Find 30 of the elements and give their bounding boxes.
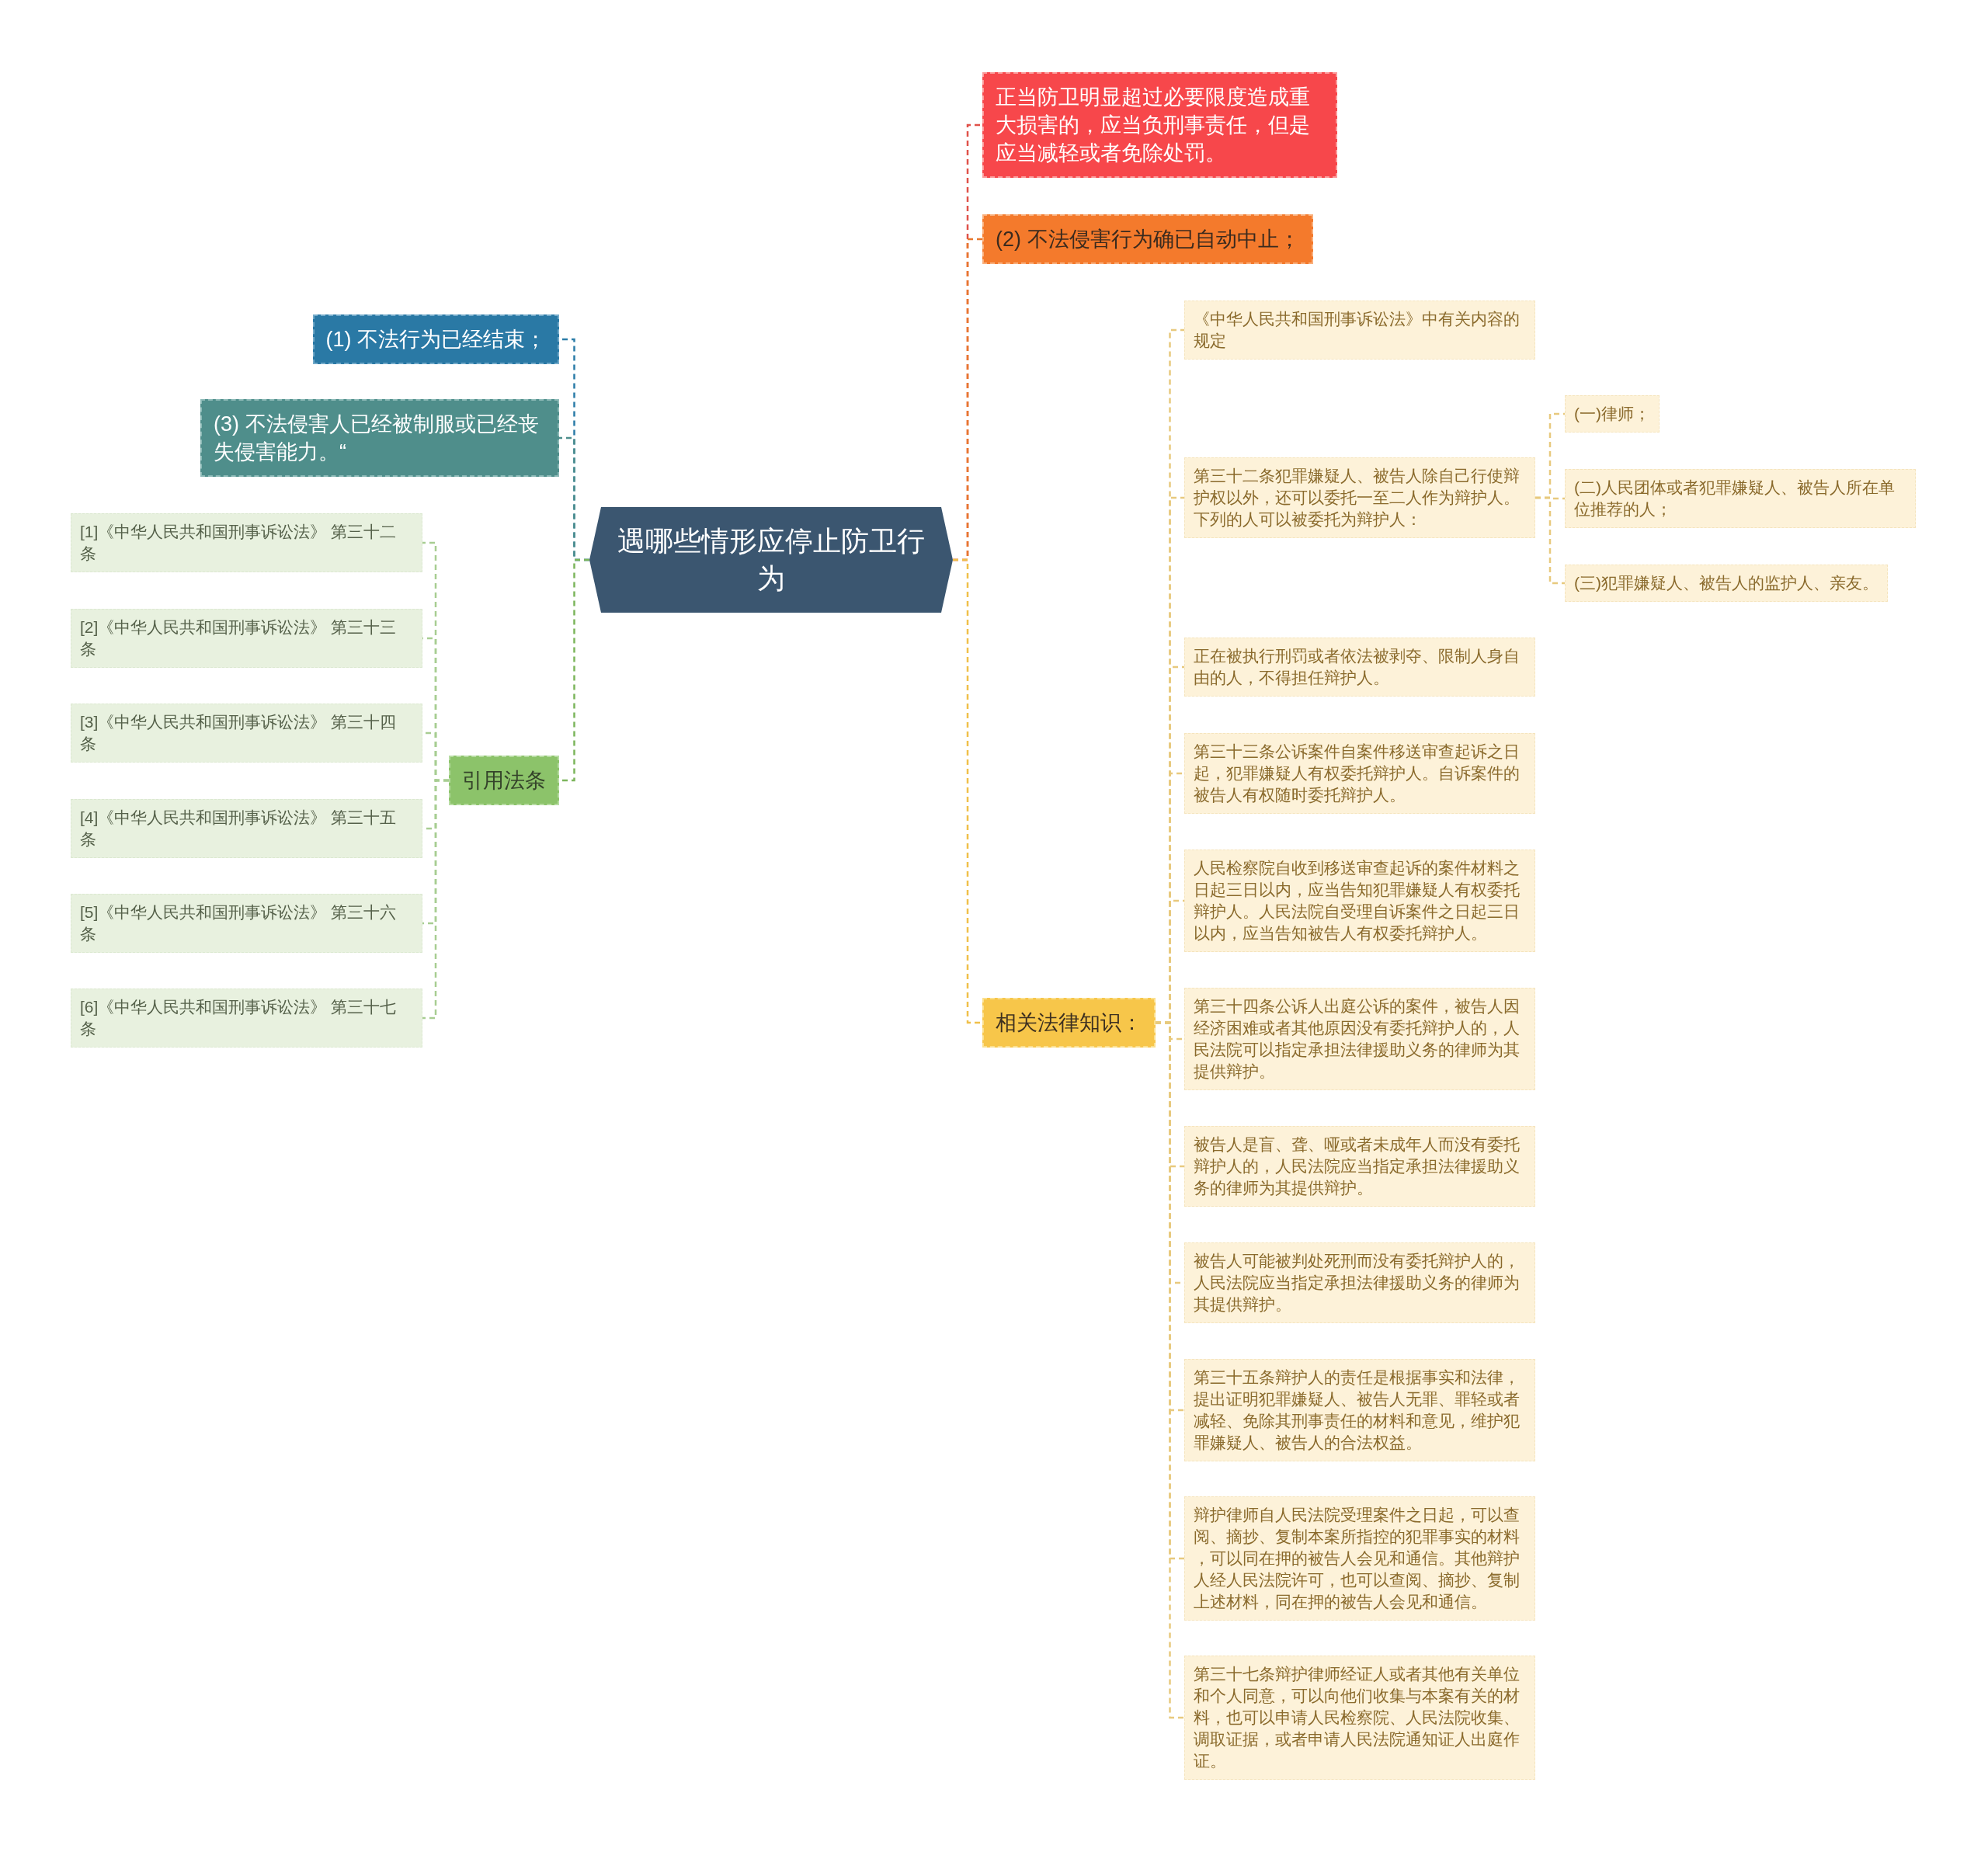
central-topic-hexagon: 遇哪些情形应停止防卫行为 [589, 507, 953, 613]
topic-box: (2) 不法侵害行为确已自动中止； [982, 214, 1313, 264]
subtopic-box: (三)犯罪嫌疑人、被告人的监护人、亲友。 [1565, 565, 1888, 602]
connector-line [422, 779, 449, 1020]
subtopic-box: [3]《中华人民共和国刑事诉讼法》 第三十四条 [71, 704, 422, 763]
topic-box: 相关法律知识： [982, 998, 1156, 1048]
subtopic-box: 第三十三条公诉案件自案件移送审查起诉之日起，犯罪嫌疑人有权委托辩护人。自诉案件的被告人有权随时委托辩护人。 [1184, 733, 1535, 814]
subtopic-box: [2]《中华人民共和国刑事诉讼法》 第三十三条 [71, 609, 422, 668]
subtopic-box: 正在被执行刑罚或者依法被剥夺、限制人身自由的人，不得担任辩护人。 [1184, 638, 1535, 697]
topic-box: (1) 不法行为已经结束； [312, 314, 559, 364]
topic-box: 正当防卫明显超过必要限度造成重大损害的，应当负刑事责任，但是应当减轻或者免除处罚。 [982, 72, 1337, 178]
subtopic-box: 第三十五条辩护人的责任是根据事实和法律，提出证明犯罪嫌疑人、被告人无罪、罪轻或者减轻、免除其刑事责任的材料和意见，维护犯罪嫌疑人、被告人的合法权益。 [1184, 1359, 1535, 1461]
subtopic-box: 辩护律师自人民法院受理案件之日起，可以查阅、摘抄、复制本案所指控的犯罪事实的材料，可以同在押的被告人会见和通信。其他辩护人经人民法院许可，也可以查阅、摘抄、复制上述材料，同在押的被告人会见和通信。 [1184, 1496, 1535, 1621]
subtopic-box: (一)律师； [1565, 395, 1660, 433]
subtopic-box: 第三十四条公诉人出庭公诉的案件，被告人因经济困难或者其他原因没有委托辩护人的，人民法院可以指定承担法律援助义务的律师为其提供辩护。 [1184, 988, 1535, 1090]
subtopic-box: [1]《中华人民共和国刑事诉讼法》 第三十二条 [71, 513, 422, 572]
subtopic-box: [6]《中华人民共和国刑事诉讼法》 第三十七条 [71, 989, 422, 1048]
subtopic-box: 《中华人民共和国刑事诉讼法》中有关内容的规定 [1184, 301, 1535, 360]
topic-box: (3) 不法侵害人已经被制服或已经丧失侵害能力。“ [200, 399, 559, 477]
topic-box: 引用法条 [449, 756, 559, 805]
connector-line [1535, 496, 1565, 585]
subtopic-box: 被告人可能被判处死刑而没有委托辩护人的，人民法院应当指定承担法律援助义务的律师为其提供辩护。 [1184, 1242, 1535, 1323]
subtopic-box: [5]《中华人民共和国刑事诉讼法》 第三十六条 [71, 894, 422, 953]
subtopic-box: 第三十二条犯罪嫌疑人、被告人除自己行使辩护权以外，还可以委托一至二人作为辩护人。下列的人可以被委托为辩护人： [1184, 457, 1535, 538]
subtopic-box: 被告人是盲、聋、哑或者未成年人而没有委托辩护人的，人民法院应当指定承担法律援助义务的律师为其提供辩护。 [1184, 1126, 1535, 1207]
subtopic-box: 第三十七条辩护律师经证人或者其他有关单位和个人同意，可以向他们收集与本案有关的材料，也可以申请人民检察院、人民法院收集、调取证据，或者申请人民法院通知证人出庭作证。 [1184, 1656, 1535, 1780]
subtopic-box: 人民检察院自收到移送审查起诉的案件材料之日起三日以内，应当告知犯罪嫌疑人有权委托辩护人。人民法院自受理自诉案件之日起三日以内，应当告知被告人有权委托辩护人。 [1184, 850, 1535, 952]
subtopic-box: [4]《中华人民共和国刑事诉讼法》 第三十五条 [71, 799, 422, 858]
connector-line [953, 558, 982, 1024]
subtopic-box: (二)人民团体或者犯罪嫌疑人、被告人所在单位推荐的人； [1565, 469, 1916, 528]
